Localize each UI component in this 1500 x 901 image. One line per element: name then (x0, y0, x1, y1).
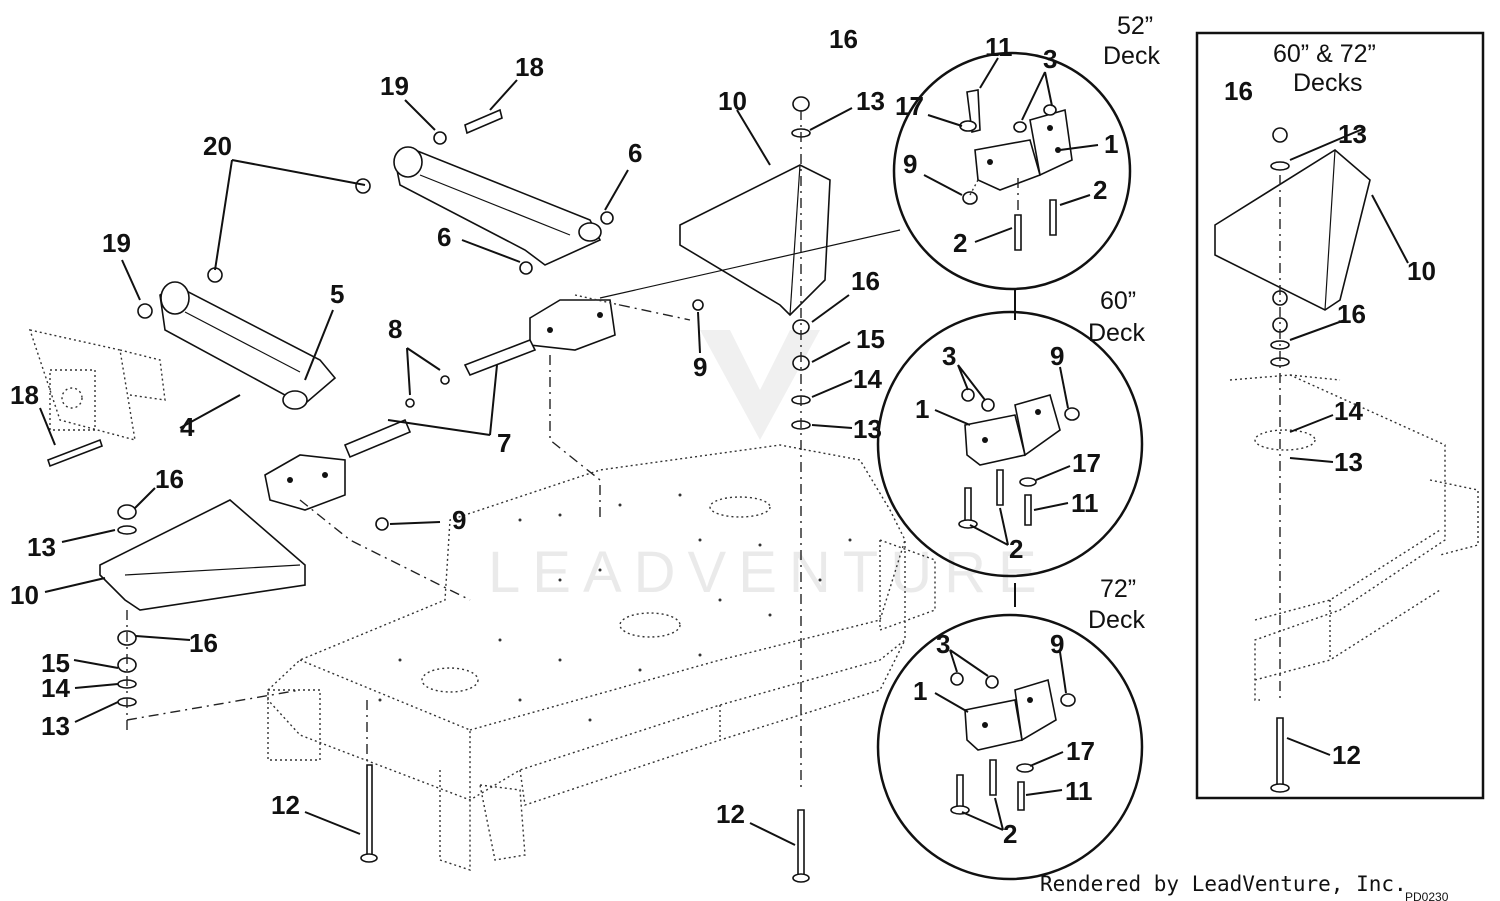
callout-9: 9 (452, 505, 466, 535)
callout-17: 17 (895, 91, 924, 121)
callout-3: 3 (1043, 44, 1057, 74)
hardware-main (46, 108, 704, 531)
callout-13: 13 (1334, 447, 1363, 477)
callout-16: 16 (851, 266, 880, 296)
callout-8: 8 (388, 314, 402, 344)
callout-18: 18 (10, 380, 39, 410)
callout-2: 2 (953, 228, 967, 258)
inset-60-72-decks (1195, 31, 1485, 800)
callout-16: 16 (1224, 76, 1253, 106)
callout-14: 14 (41, 673, 70, 703)
callout-10: 10 (718, 86, 747, 116)
callout-6: 6 (437, 222, 451, 252)
pivot-pins (343, 338, 537, 459)
inset-title-60-line1: 60” (1100, 287, 1136, 315)
callouts-72-deck: 72” Deck 3 9 1 17 11 2 (913, 575, 1145, 849)
callout-4: 4 (180, 412, 195, 442)
callout-13: 13 (1338, 119, 1367, 149)
callout-12: 12 (716, 799, 745, 829)
callout-1: 1 (915, 394, 929, 424)
callout-15: 15 (41, 648, 70, 678)
callout-17: 17 (1066, 736, 1095, 766)
inset-72-deck (876, 613, 1144, 881)
deflector-center (679, 164, 831, 317)
callout-16: 16 (829, 24, 858, 54)
watermark-text: LEADVENTURE (488, 540, 1049, 605)
leaders-main (39, 79, 853, 846)
lift-arm-upper (393, 146, 602, 266)
construction-lines (299, 229, 901, 760)
diagram-code: PD0230 (1405, 890, 1449, 901)
callout-12: 12 (1332, 740, 1361, 770)
callout-3: 3 (942, 341, 956, 371)
callout-9: 9 (1050, 341, 1064, 371)
lift-arm-lower (159, 281, 337, 410)
callouts-main: 18 19 20 6 6 10 16 13 19 5 8 9 16 15 14 … (10, 24, 885, 829)
leaders-insets (923, 57, 1099, 831)
frame-section (28, 329, 166, 441)
callout-6: 6 (628, 138, 642, 168)
callout-14: 14 (1334, 396, 1363, 426)
callout-1: 1 (1104, 129, 1118, 159)
bolt-stack-center (360, 96, 811, 883)
inset-title-52-line1: 52” (1117, 12, 1153, 40)
callouts-60-deck: 60” Deck 3 9 1 17 11 2 (915, 287, 1145, 564)
callout-10: 10 (10, 580, 39, 610)
inset-52-deck (892, 51, 1132, 291)
inset-title-60-line2: Deck (1088, 319, 1145, 347)
callout-9: 9 (903, 149, 917, 179)
callout-13: 13 (27, 532, 56, 562)
mower-deck (267, 444, 936, 871)
callouts-52-deck: 52” Deck 11 3 17 1 9 2 2 (895, 12, 1160, 258)
callout-17: 17 (1072, 448, 1101, 478)
callout-15: 15 (856, 324, 885, 354)
callout-18: 18 (515, 52, 544, 82)
callout-12: 12 (271, 790, 300, 820)
callout-9: 9 (693, 352, 707, 382)
callout-2: 2 (1003, 819, 1017, 849)
callout-11: 11 (1071, 488, 1099, 518)
callout-14: 14 (853, 364, 882, 394)
inset-title-52-line2: Deck (1103, 42, 1160, 70)
callout-3: 3 (936, 629, 950, 659)
pivot-bracket-lower (264, 454, 346, 511)
inset-60-deck (876, 310, 1144, 578)
inset-title-60-72-line1: 60” & 72” (1273, 40, 1376, 68)
callout-7: 7 (497, 428, 511, 458)
watermark: LEADVENTURE (488, 330, 1049, 605)
callout-5: 5 (330, 279, 344, 309)
callout-9: 9 (1050, 629, 1064, 659)
inset-title-72-line1: 72” (1100, 575, 1136, 603)
callout-11: 11 (985, 32, 1013, 62)
callout-13: 13 (41, 711, 70, 741)
inset-title-72-line2: Deck (1088, 606, 1145, 634)
callout-16: 16 (155, 464, 184, 494)
callout-13: 13 (853, 414, 882, 444)
callout-20: 20 (203, 131, 232, 161)
callout-2: 2 (1009, 534, 1023, 564)
callout-16: 16 (189, 628, 218, 658)
callout-16: 16 (1337, 299, 1366, 329)
deflector-left (99, 499, 306, 730)
inset-title-60-72-line2: Decks (1293, 69, 1362, 97)
callout-19: 19 (380, 71, 409, 101)
credit-text: Rendered by LeadVenture, Inc. (1040, 872, 1407, 896)
callout-10: 10 (1407, 256, 1436, 286)
callout-11: 11 (1065, 776, 1093, 806)
callout-1: 1 (913, 676, 927, 706)
callout-13: 13 (856, 86, 885, 116)
callout-19: 19 (102, 228, 131, 258)
callouts-60-72-decks: 60” & 72” Decks 16 13 10 16 14 13 12 (1224, 40, 1436, 770)
deck-holes (378, 493, 852, 722)
callout-2: 2 (1093, 175, 1107, 205)
pivot-bracket-upper (529, 294, 621, 351)
